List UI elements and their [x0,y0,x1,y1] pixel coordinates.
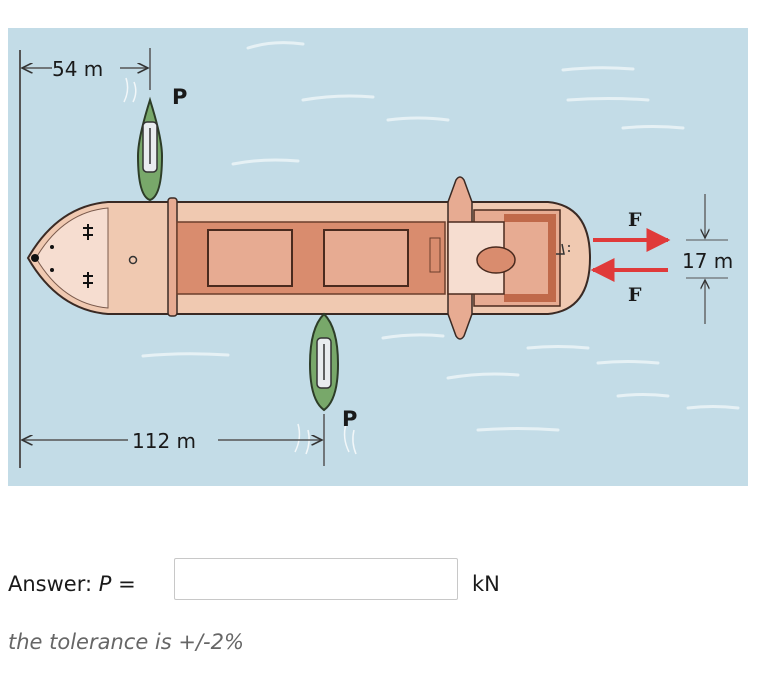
dimension-112m: 112 m [22,414,325,466]
answer-label-suffix: = [111,572,136,596]
hatch-small [429,237,441,273]
bow-dot-lower [50,268,54,272]
bow-dot-upper [50,245,54,249]
answer-label-prefix: Answer: [8,572,99,596]
stern-fitting [556,243,570,255]
tug-wake [123,77,357,455]
superstructure-stairs [504,214,556,302]
answer-label: Answer: P = [8,572,136,596]
ship-diagram: 54 m 112 m 17 m F F P P [8,28,748,486]
dimension-17m: 17 m [682,194,733,324]
answer-row: Answer: P = kN [8,558,608,602]
unit-label: kN [472,572,500,596]
answer-input[interactable] [174,558,458,600]
cargo-hold-aft [323,229,409,287]
forecastle-break [167,197,178,317]
bow-cleats [83,224,93,288]
force-label-bottom: F [628,284,642,306]
bow-light [31,254,39,262]
dimension-54m: 54 m [22,48,151,90]
cargo-hold-forward [207,229,293,287]
dim-label-54m: 54 m [52,57,103,81]
tug-bottom [308,312,340,412]
water-waves [141,41,740,432]
dim-label-17m: 17 m [682,249,733,273]
tug-label-bottom: P [342,407,357,431]
tug-label-top: P [172,85,187,109]
tolerance-note: the tolerance is +/-2% [8,630,244,654]
force-label-top: F [628,209,642,231]
bow-bollard [128,255,138,265]
funnel [476,246,516,274]
ship [26,176,592,340]
tug-top [136,96,164,202]
force-couple: F F [590,209,671,306]
answer-variable: P [98,572,112,596]
dim-label-112m: 112 m [132,429,196,453]
